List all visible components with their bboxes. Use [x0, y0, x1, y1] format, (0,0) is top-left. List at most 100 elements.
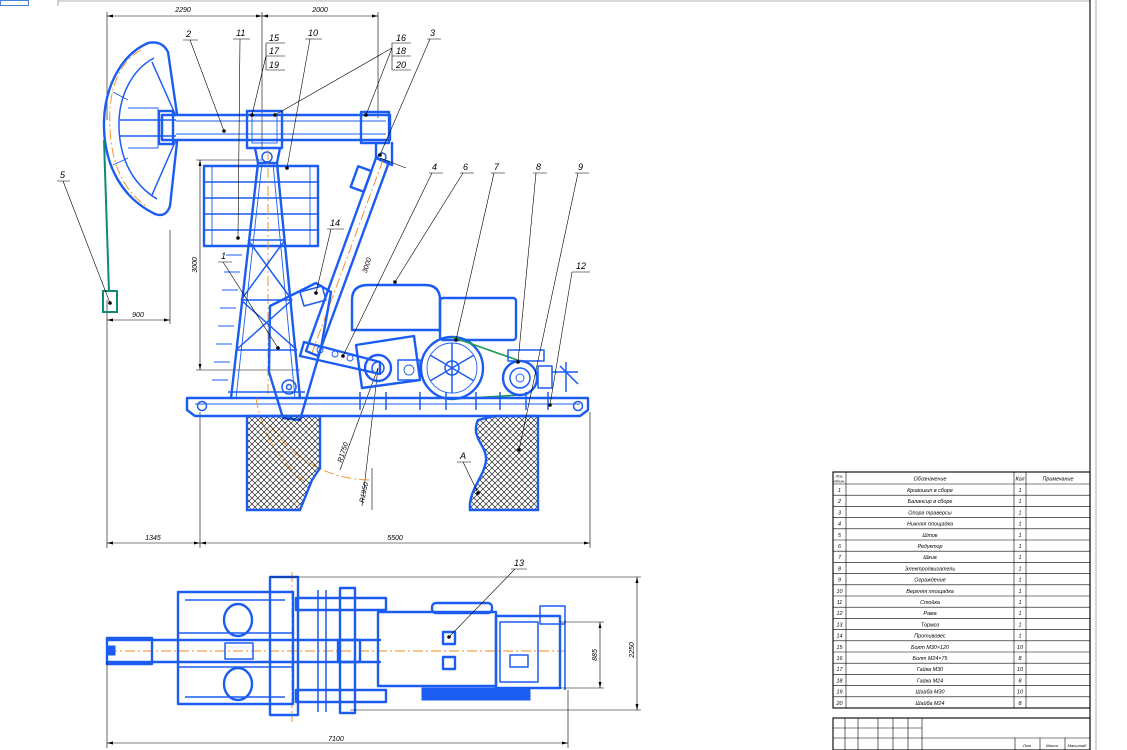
- polished-rod: [102, 139, 118, 313]
- table-row-name: Шайба М24: [916, 700, 945, 707]
- callout-5: 5: [57, 170, 112, 305]
- foundation-left: [245, 414, 322, 512]
- callout-8: 8: [516, 162, 547, 364]
- table-row-pos: 15: [837, 645, 844, 651]
- callout-18-label: 18: [396, 46, 406, 56]
- table-row-qty: 1: [1019, 544, 1022, 550]
- table-row-qty: 10: [1017, 690, 1023, 696]
- crank-assembly: [267, 281, 382, 422]
- callout-2-label: 2: [185, 29, 191, 39]
- callout-5-label: 5: [60, 170, 66, 180]
- table-row-pos: 1: [838, 488, 841, 494]
- dim-pitman-3000: 3000: [362, 257, 374, 274]
- callout-16-label: 16: [396, 33, 406, 43]
- plan-view: [105, 572, 566, 722]
- callout-6: 6: [393, 162, 474, 284]
- table-row-qty: 1: [1019, 634, 1022, 640]
- callout-13: 13: [447, 558, 527, 639]
- callout-14: 14: [314, 218, 344, 295]
- table-row-pos: 4: [838, 522, 841, 528]
- table-row-pos: 12: [837, 611, 843, 617]
- dim-5500: 5500: [387, 535, 403, 542]
- table-row-qty: 1: [1019, 611, 1022, 617]
- table-header-note: Примечание: [1042, 477, 1073, 483]
- table-row-qty: 1: [1019, 622, 1022, 628]
- samson-post: [212, 150, 305, 400]
- callout-10: 10: [285, 28, 322, 170]
- callout-11-label: 11: [236, 28, 245, 38]
- table-row-name: Гайка М30: [917, 666, 943, 673]
- dim-2250: 2250: [629, 642, 636, 659]
- callout-A-label: A: [459, 451, 466, 461]
- callout-7: 7: [454, 162, 505, 342]
- table-row-qty: 10: [1017, 667, 1023, 673]
- callout-1-label: 1: [221, 251, 226, 261]
- table-row-pos: 8: [838, 566, 841, 572]
- table-row-qty: 8: [1019, 678, 1022, 684]
- callout-4-label: 4: [432, 162, 437, 172]
- equalizer-bearing: [359, 110, 391, 145]
- table-row-name: Болт М24×75: [912, 656, 948, 662]
- plan-motor: [494, 614, 562, 690]
- callout-A: A: [457, 451, 480, 495]
- table-row-name: Рама: [923, 611, 936, 617]
- callout-11: 11: [233, 28, 250, 240]
- plan-counterweights: [338, 586, 357, 715]
- callout-19-label: 19: [269, 60, 279, 70]
- foundations: [245, 414, 540, 512]
- table-row-pos: 11: [837, 600, 843, 606]
- callout-1: 1: [218, 251, 280, 350]
- table-row-name: Редуктор: [917, 544, 942, 550]
- callout-17-label: 17: [269, 46, 280, 56]
- dimension-lines-plan: 7100 2250 885: [106, 576, 641, 748]
- callout-14-label: 14: [330, 218, 340, 228]
- callout-7-label: 7: [494, 162, 500, 172]
- title-mass: Масса: [1046, 743, 1059, 748]
- callout-20-label: 20: [395, 60, 406, 70]
- saddle-bearing: [245, 109, 284, 150]
- plan-platform: [176, 590, 295, 706]
- table-row-qty: 1: [1019, 533, 1022, 539]
- callout-9-label: 9: [578, 162, 583, 172]
- table-row-qty: 1: [1019, 600, 1022, 606]
- callout-16-18-20: 16 18 20: [273, 33, 411, 117]
- table-row-pos: 19: [837, 690, 843, 696]
- table-header-qty: Кол: [1015, 477, 1024, 483]
- table-row-pos: 5: [838, 533, 842, 539]
- brake-lever: [552, 362, 579, 392]
- dim-1345: 1345: [145, 535, 161, 542]
- table-row-pos: 7: [838, 555, 842, 561]
- table-row-pos: 16: [837, 656, 843, 662]
- plan-sheave: [421, 687, 531, 701]
- table-row-name: Кривошип в сборе: [907, 488, 953, 494]
- dimension-lines-side: [106, 12, 591, 548]
- callout-2: 2: [183, 29, 226, 133]
- table-row-qty: 1: [1019, 510, 1022, 516]
- callout-4: 4: [341, 162, 443, 358]
- title-block: Лит Масса Масштаб: [832, 717, 1091, 750]
- table-row-name: Тормоз: [921, 622, 940, 628]
- table-row-name: Гайка М24: [917, 677, 943, 684]
- table-row-qty: 1: [1019, 522, 1022, 528]
- table-header-pos: Поз.: [835, 474, 843, 479]
- counterweight: [299, 285, 327, 307]
- table-row-qty: 10: [1017, 645, 1023, 651]
- callout-9: 9: [517, 162, 589, 452]
- callout-3: 3: [378, 28, 441, 157]
- table-header-pos-2: обозн.: [834, 479, 846, 484]
- table-row-name: Болт М30×120: [911, 645, 949, 651]
- callout-12-label: 12: [576, 261, 586, 271]
- belt-guard: [438, 296, 518, 342]
- drive-belt: [451, 336, 521, 400]
- dim-r1950: R1950: [359, 482, 370, 504]
- table-row-name: Опора траверсы: [908, 510, 951, 516]
- plan-gearbox: [376, 610, 498, 688]
- callout-12: 12: [548, 261, 590, 407]
- table-row-qty: 1: [1019, 499, 1022, 505]
- table-row-pos: 17: [837, 667, 844, 673]
- table-row-pos: 10: [837, 589, 843, 595]
- title-scale: Масштаб: [1068, 743, 1087, 748]
- table-row-qty: 1: [1019, 589, 1022, 595]
